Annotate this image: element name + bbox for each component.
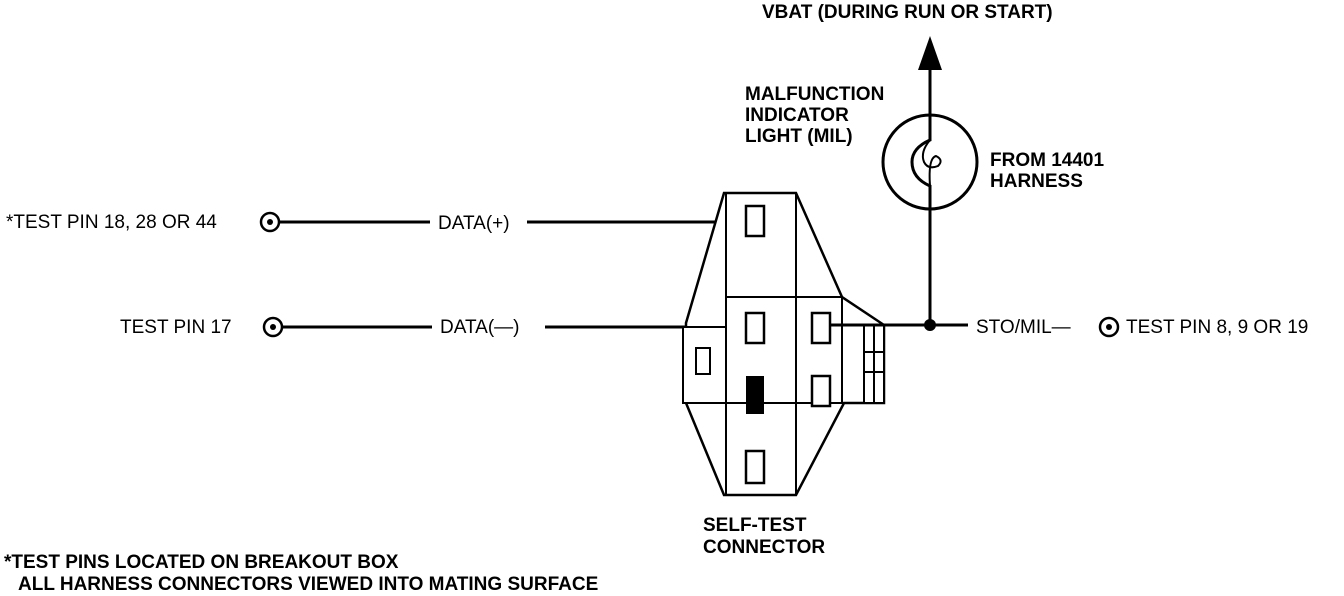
self-test-connector bbox=[682, 191, 886, 497]
data-minus-label: DATA(—) bbox=[440, 317, 520, 338]
sto-mil-label: STO/MIL— bbox=[976, 317, 1071, 338]
vbat-arrow bbox=[918, 36, 942, 70]
junction-dot bbox=[924, 319, 936, 331]
mil-label: MALFUNCTION INDICATOR LIGHT (MIL) bbox=[745, 84, 890, 147]
test-pin-17-icon bbox=[262, 316, 284, 338]
mil-lamp-icon bbox=[881, 113, 979, 211]
test-pin-top-label: *TEST PIN 18, 28 OR 44 bbox=[6, 212, 217, 233]
data-plus-label: DATA(+) bbox=[438, 213, 510, 234]
test-pin-17-label: TEST PIN 17 bbox=[120, 317, 232, 338]
harness-label: FROM 14401 HARNESS bbox=[990, 150, 1109, 192]
test-pin-right-label: TEST PIN 8, 9 OR 19 bbox=[1126, 317, 1308, 338]
connector-label: SELF-TEST CONNECTOR bbox=[703, 515, 825, 558]
vbat-label: VBAT (DURING RUN OR START) bbox=[762, 2, 1053, 23]
test-pin-right-icon bbox=[1098, 316, 1120, 338]
test-pin-top-icon bbox=[259, 211, 281, 233]
notes: *TEST PINS LOCATED ON BREAKOUT BOX ALL H… bbox=[4, 552, 598, 595]
